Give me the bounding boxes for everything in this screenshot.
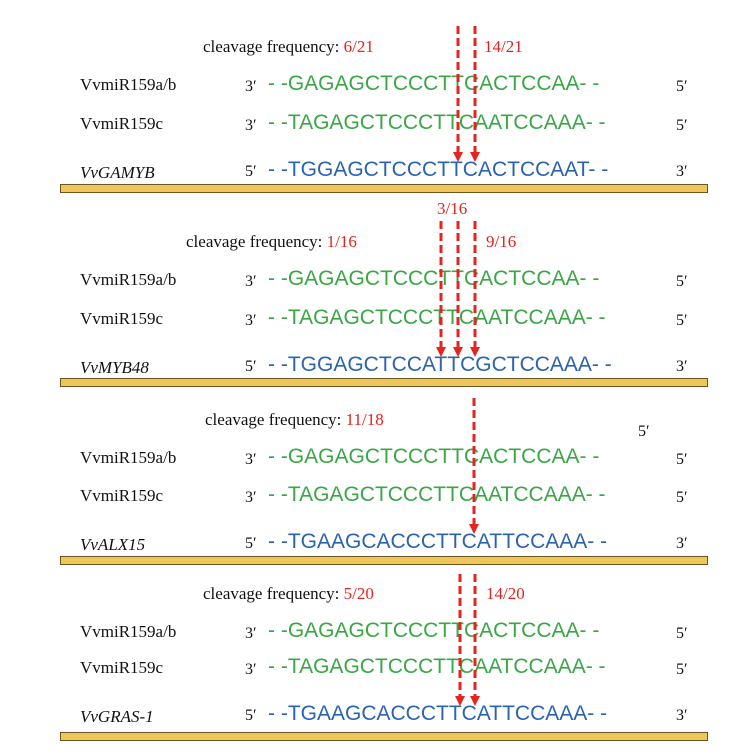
mirna-name: VvmiR159a/b xyxy=(80,448,177,467)
end-right: 5′ xyxy=(676,451,688,468)
end-left: 3′ xyxy=(245,117,257,134)
target-sequence: - -TGAAGCACCCTTCATTCCAAA- - xyxy=(268,702,608,725)
cleavage-text: cleavage frequency: xyxy=(203,584,340,603)
separator-bar xyxy=(60,556,708,565)
mirna-sequence: - -TAGAGCTCCCTTCAATCCAAA- - xyxy=(268,655,606,678)
target-gene-name: VvGRAS-1 xyxy=(80,707,154,726)
end-left: 5′ xyxy=(245,707,257,724)
end-right: 5′ xyxy=(676,273,688,290)
end-left: 3′ xyxy=(245,661,257,678)
cleavage-text: cleavage frequency: xyxy=(186,232,323,251)
mirna-name: VvmiR159c xyxy=(80,114,164,133)
end-right: 5′ xyxy=(676,117,688,134)
frequency-left: 5/20 xyxy=(343,584,374,603)
mirna-sequence: - -TAGAGCTCCCTTCAATCCAAA- - xyxy=(268,306,606,329)
target-gene-name: VvALX15 xyxy=(80,535,146,554)
end-left: 3′ xyxy=(245,78,257,95)
end-left: 3′ xyxy=(245,273,257,290)
target-gene-name: VvGAMYB xyxy=(80,163,155,182)
separator-bar xyxy=(60,378,708,387)
end-left: 5′ xyxy=(245,163,257,180)
extra-five-prime-mark: 5′ xyxy=(638,423,650,440)
mirna-name: VvmiR159a/b xyxy=(80,75,177,94)
mirna-name: VvmiR159c xyxy=(80,309,164,328)
end-left: 3′ xyxy=(245,312,257,329)
mirna-name: VvmiR159c xyxy=(80,658,164,677)
end-left: 5′ xyxy=(245,535,257,552)
end-right: 3′ xyxy=(676,163,688,180)
mirna-sequence: - -GAGAGCTCCCTTCACTCCAA- - xyxy=(268,72,600,95)
end-left: 3′ xyxy=(245,625,257,642)
end-right: 3′ xyxy=(676,535,688,552)
end-right: 5′ xyxy=(676,489,688,506)
mirna-name: VvmiR159c xyxy=(80,486,164,505)
cleavage-frequency-label: cleavage frequency: 6/21 xyxy=(203,37,374,57)
cleavage-frequency-label: cleavage frequency: 5/20 xyxy=(203,584,374,604)
end-right: 5′ xyxy=(676,78,688,95)
separator-bar xyxy=(60,732,708,741)
mirna-sequence: - -GAGAGCTCCCTTCACTCCAA- - xyxy=(268,445,600,468)
end-left: 3′ xyxy=(245,489,257,506)
frequency-left: 6/21 xyxy=(343,37,374,56)
separator-bar xyxy=(60,184,708,193)
end-left: 3′ xyxy=(245,451,257,468)
mirna-sequence: - -TAGAGCTCCCTTCAATCCAAA- - xyxy=(268,111,606,134)
cleavage-text: cleavage frequency: xyxy=(203,37,340,56)
end-right: 5′ xyxy=(676,661,688,678)
frequency-left: 1/16 xyxy=(326,232,357,251)
frequency-left: 11/18 xyxy=(345,410,384,429)
target-sequence: - -TGGAGCTCCATTCGCTCCAAA- - xyxy=(268,353,612,376)
end-right: 3′ xyxy=(676,707,688,724)
mirna-name: VvmiR159a/b xyxy=(80,622,177,641)
cleavage-frequency-label: cleavage frequency: 1/16 xyxy=(186,232,357,252)
frequency-right: 14/20 xyxy=(486,584,525,603)
end-left: 5′ xyxy=(245,358,257,375)
frequency-top: 3/16 xyxy=(437,199,468,218)
mirna-name: VvmiR159a/b xyxy=(80,270,177,289)
target-gene-name: VvMYB48 xyxy=(80,358,149,377)
mirna-sequence: - -GAGAGCTCCCTTCACTCCAA- - xyxy=(268,619,600,642)
frequency-right: 9/16 xyxy=(486,232,517,251)
end-right: 3′ xyxy=(676,358,688,375)
end-right: 5′ xyxy=(676,312,688,329)
target-sequence: - -TGGAGCTCCCTTCACTCCAAT- - xyxy=(268,158,609,181)
target-sequence: - -TGAAGCACCCTTCATTCCAAA- - xyxy=(268,530,608,553)
frequency-right: 14/21 xyxy=(484,37,523,56)
cleavage-text: cleavage frequency: xyxy=(205,410,342,429)
cleavage-frequency-label: cleavage frequency: 11/18 xyxy=(205,410,384,430)
end-right: 5′ xyxy=(676,625,688,642)
mirna-sequence: - -TAGAGCTCCCTTCAATCCAAA- - xyxy=(268,483,606,506)
mirna-sequence: - -GAGAGCTCCCTTCACTCCAA- - xyxy=(268,267,600,290)
